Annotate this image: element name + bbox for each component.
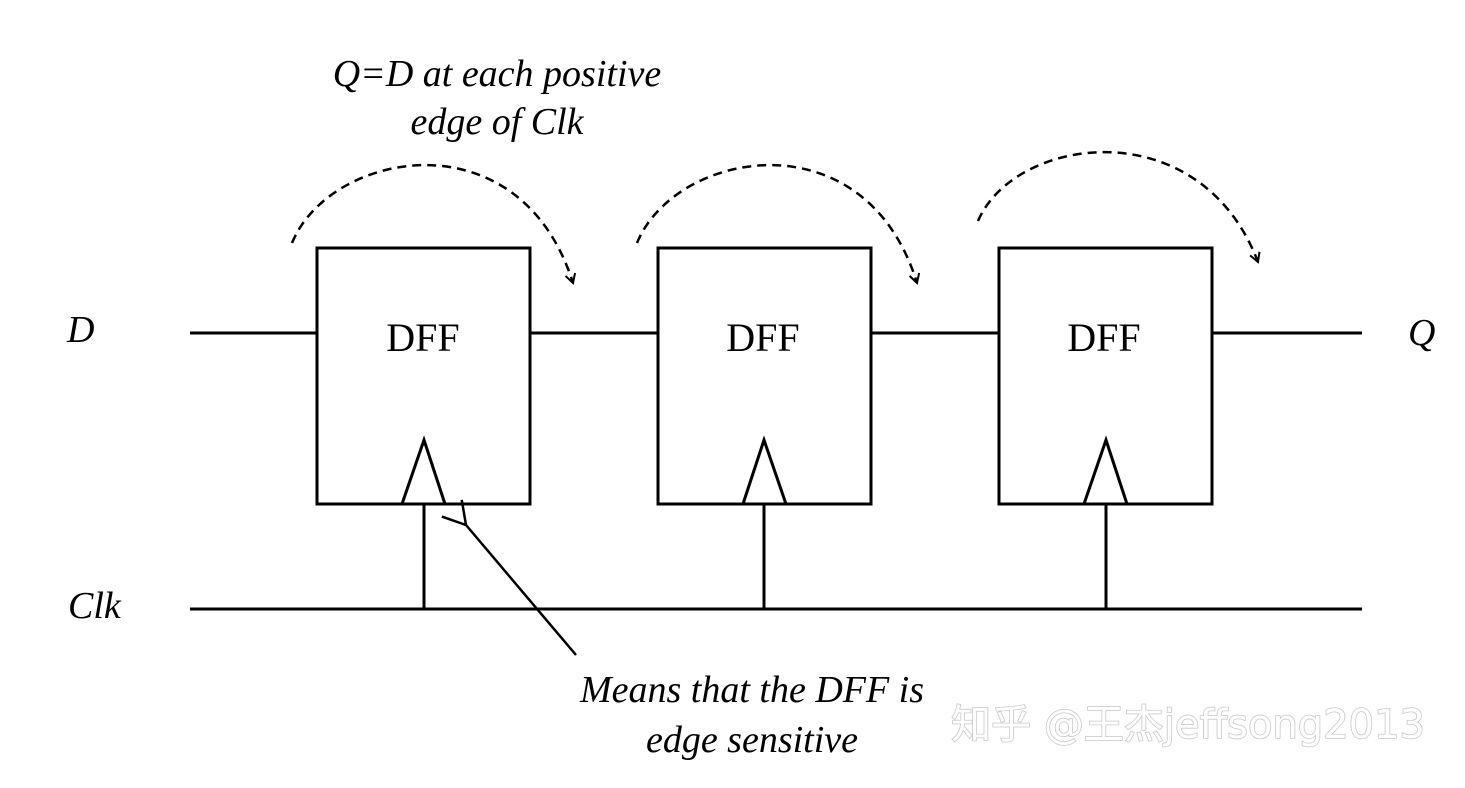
top-annotation-line2: edge of Clk	[410, 101, 584, 143]
dff-box	[656, 246, 873, 506]
clock-edge-triangle-icon	[400, 435, 447, 505]
clock-edge-triangle-icon	[741, 435, 788, 505]
d-input-label: D	[66, 309, 94, 351]
transfer-arrow-icon	[635, 163, 917, 283]
bottom-annotation-line2: edge sensitive	[646, 719, 858, 761]
dff-label: DFF	[726, 315, 799, 360]
transfer-arrow-icon	[290, 163, 573, 283]
dff-box	[315, 246, 532, 506]
clock-edge-triangle-icon	[1082, 435, 1129, 505]
q-output-label: Q	[1408, 312, 1435, 354]
transfer-arrows	[290, 151, 1258, 283]
top-annotation-line1: Q=D at each positive	[333, 53, 662, 95]
dff-block-3: DFF	[997, 246, 1214, 506]
transfer-arrow-icon	[976, 151, 1258, 262]
bottom-annotation-line1: Means that the DFF is	[579, 669, 924, 711]
dff-block-1: DFF	[315, 246, 532, 506]
watermark-text: 知乎 @王杰jeffsong2013	[951, 702, 1425, 748]
dff-box	[997, 246, 1214, 506]
dff-label: DFF	[386, 315, 459, 360]
dff-block-2: DFF	[656, 246, 873, 506]
clock-line	[190, 504, 1362, 611]
clk-label: Clk	[68, 585, 122, 627]
pointer-arrow-icon	[466, 525, 577, 656]
dff-label: DFF	[1067, 315, 1140, 360]
